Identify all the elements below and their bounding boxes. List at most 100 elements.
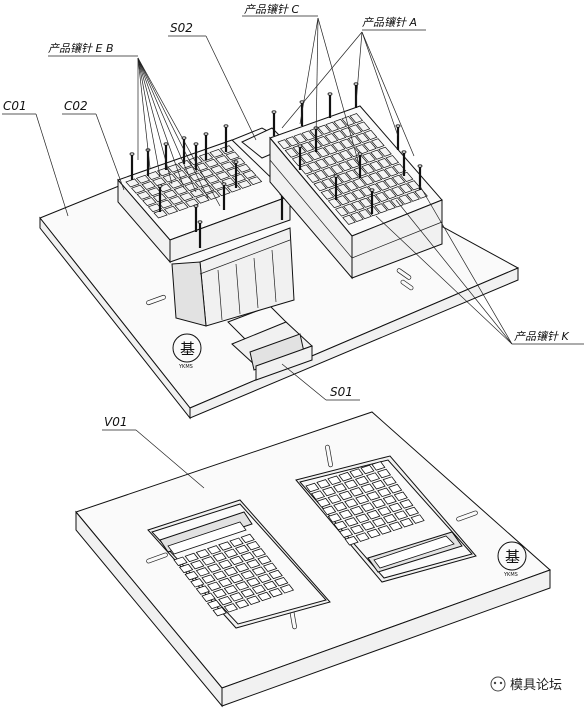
calculator-key [257,573,272,583]
calculator-key [190,559,205,570]
calculator-key [316,479,331,489]
cavity-cell [179,192,194,202]
calculator-key [274,576,289,587]
cavity-cell [352,178,367,189]
cavity-cell [341,116,356,127]
calculator-key [338,528,354,538]
calculator-key [377,525,392,535]
calculator-key [338,509,353,520]
calculator-key [399,499,414,509]
calculator-key [354,475,370,486]
calculator-key [360,521,376,531]
cavity-cell [356,121,371,132]
calculator-key [371,517,387,528]
lower-logo: 基 YKMS [497,541,527,578]
calculator-key [246,595,261,605]
calculator-key [201,592,216,602]
cavity-cell [343,192,358,203]
cavity-cell [156,167,172,177]
cavity-cell [193,162,209,172]
calculator-key [223,548,239,558]
cavity-cell [333,118,348,129]
cavity-cell [384,166,399,177]
cavity-cell [147,203,163,213]
calculator-key [195,548,211,559]
cavity-cell [189,188,205,198]
cavity-cell [162,173,177,183]
cavity-cell [163,189,178,199]
cavity-cell [226,183,242,193]
cavity-cell [321,178,336,189]
calculator-key [377,506,392,516]
cavity-cell [172,169,188,179]
calculator-key [355,532,370,542]
cavity-cell [313,181,328,192]
calculator-key [206,599,222,610]
calculator-key [206,581,222,591]
cavity-cell [194,178,210,188]
calculator-key [173,556,188,566]
insert-pin-head [157,184,163,188]
calculator-key [184,552,199,563]
cavity-cell [322,167,336,178]
label-insert-a: 产品镶针 A [362,16,417,29]
calculator-key [234,562,250,573]
calculator-key [184,570,199,581]
calculator-key [382,513,398,524]
cavity-cell [236,163,252,173]
cavity-cell [349,113,364,124]
calculator-key [332,483,348,493]
calculator-key [355,494,370,505]
cavity-cell [360,175,375,186]
cavity-cell [374,203,388,214]
cavity-cell [168,195,184,205]
cavity-cell [335,195,350,206]
calculator-key [321,486,337,497]
calculator-key [201,574,216,584]
calculator-key [360,483,375,494]
calculator-key [377,487,392,498]
calculator-key [382,495,397,505]
cavity-cell [337,172,352,183]
watermark: 模具论坛 [490,676,562,693]
cavity-cell [315,147,330,158]
cavity-cell [398,194,412,205]
cavity-cell [350,211,364,222]
cavity-cell [204,158,219,168]
insert-pin-head [357,152,363,156]
cavity-cell [174,202,189,211]
cavity-cell [378,146,392,157]
cavity-cell [163,205,179,215]
calculator-key [393,510,409,520]
cavity-cell [406,191,420,202]
calculator-key [223,566,239,577]
cavity-cell [317,124,332,135]
cavity-cell [299,164,313,175]
cavity-cell [323,155,337,166]
cavity-cell [377,158,392,169]
cavity-cell [345,169,360,180]
label-insert-eb: 产品镶针 E B [48,42,114,55]
calculator-key [257,591,272,602]
calculator-key [344,517,359,527]
cavity-cell [146,171,161,180]
calculator-key [388,502,403,513]
cavity-cell [247,176,263,186]
cavity-cell [195,194,210,204]
insert-pin-head [401,150,407,154]
insert-pin-head [221,182,227,186]
cavity-cell [361,163,376,174]
calculator-key [212,570,227,580]
label-insert-c: 产品镶针 C [244,3,299,16]
cavity-cell [189,172,204,182]
cavity-cell [355,132,370,143]
calculator-key [212,552,227,562]
cavity-cell [136,190,151,200]
calculator-key [388,483,403,494]
calculator-key [410,514,425,524]
cavity-cell [214,155,230,164]
upper-logo: 基 YKMS [172,333,202,370]
cavity-cell [351,200,365,211]
cavity-cell [291,156,306,167]
